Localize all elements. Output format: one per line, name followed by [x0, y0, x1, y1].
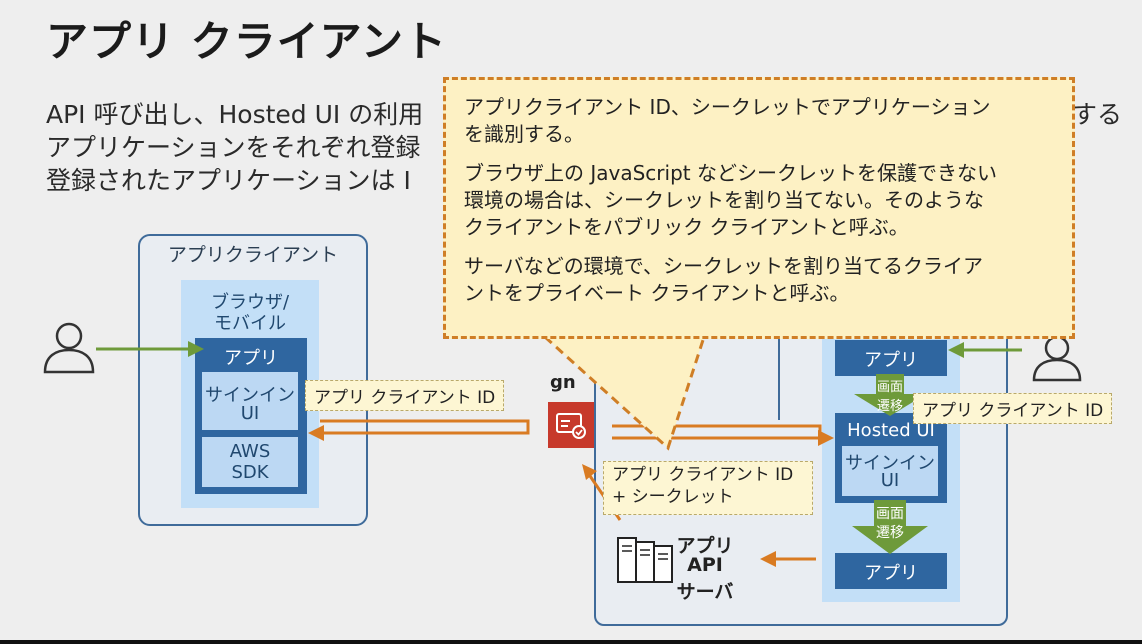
right-app-bottom [835, 553, 947, 589]
arrow-app-to-server [760, 551, 816, 567]
transition-2-line-2: 遷移 [876, 525, 904, 541]
user-icon [43, 322, 95, 374]
explanation-callout: アプリクライアント ID、シークレットでアプリケーション を識別する。 ブラウザ… [443, 77, 1075, 339]
platform-label-line-2: モバイル [214, 313, 286, 334]
body-text-line-3: 登録されたアプリケーションは I [46, 166, 411, 195]
cognito-icon [548, 402, 594, 448]
transition-arrow-1 [854, 374, 926, 416]
aws-sdk-block [202, 437, 298, 487]
bottom-bar [0, 640, 1142, 644]
body-text-line-2: アプリケーションをそれぞれ登録 [46, 133, 421, 162]
callout-p1-line-1: アプリクライアント ID、シークレットでアプリケーション [464, 95, 991, 119]
right-app-top-label: アプリ [864, 350, 918, 371]
client-id-secret-label: アプリ クライアント ID + シークレット [603, 461, 813, 515]
callout-p1-line-2: を識別する。 [464, 122, 584, 146]
partial-service-name: gn [550, 372, 576, 393]
right-app-top [835, 340, 947, 376]
right-app-bottom-label: アプリ [864, 563, 918, 584]
callout-paragraph-1: アプリクライアント ID、シークレットでアプリケーション を識別する。 [464, 94, 1054, 148]
aws-sdk-line-1: AWS [229, 441, 271, 462]
arrow-user-to-right-app [948, 342, 1022, 358]
callout-p2-line-2: 環境の場合は、シークレットを割り当てない。そのような [464, 188, 984, 212]
platform-label-line-1: ブラウザ/ [210, 292, 290, 313]
body-text-line-1: API 呼び出し、Hosted UI の利用 [46, 100, 424, 129]
api-server-line-2: API [687, 554, 723, 576]
hosted-ui-label: Hosted UI [847, 420, 935, 441]
transition-1-line-1: 画面 [876, 380, 903, 395]
left-signin-line-2: UI [240, 403, 260, 424]
left-app-label: アプリ [224, 348, 278, 369]
client-id-label-left: アプリ クライアント ID [305, 380, 505, 411]
right-signin-line-2: UI [880, 470, 900, 491]
api-server-line-1: アプリ [676, 535, 734, 557]
right-signin-line-1: サインイン [845, 453, 935, 474]
callout-paragraph-3: サーバなどの環境で、シークレットを割り当てるクライア ントをプライベート クライ… [464, 253, 1054, 307]
right-divider-line [778, 320, 780, 420]
client-id-label-right: アプリ クライアント ID [913, 393, 1113, 424]
transition-1-line-2: 遷移 [876, 399, 903, 414]
client-id-secret-line-2: + シークレット [612, 487, 734, 507]
page-title: アプリ クライアント [46, 17, 447, 66]
transition-arrow-2 [852, 500, 928, 554]
left-client-heading: アプリクライアント [167, 244, 339, 266]
left-signin-line-1: サインイン [205, 385, 295, 406]
server-icon [617, 537, 673, 583]
body-text-line-1-tail: する [1072, 100, 1123, 129]
left-signin-ui [202, 372, 298, 430]
client-id-secret-line-1: アプリ クライアント ID [612, 465, 794, 485]
aws-sdk-line-2: SDK [231, 462, 269, 483]
arrow-user-to-left-app [96, 341, 204, 357]
right-signin-ui [842, 446, 938, 496]
api-server-line-3: サーバ [676, 581, 734, 603]
arrow-left-head [308, 425, 324, 441]
arrow-left-to-cognito [320, 419, 530, 435]
transition-2-line-1: 画面 [876, 506, 904, 522]
arrow-right-head [818, 430, 834, 446]
callout-p2-line-3: クライアントをパブリック クライアントと呼ぶ。 [464, 215, 909, 239]
callout-p3-line-1: サーバなどの環境で、シークレットを割り当てるクライア [464, 254, 983, 278]
callout-p2-line-1: ブラウザ上の JavaScript などシークレットを保護できない [464, 161, 997, 185]
callout-p3-line-2: ントをプライベート クライアントと呼ぶ。 [464, 281, 850, 305]
callout-paragraph-2: ブラウザ上の JavaScript などシークレットを保護できない 環境の場合は… [464, 160, 1054, 241]
